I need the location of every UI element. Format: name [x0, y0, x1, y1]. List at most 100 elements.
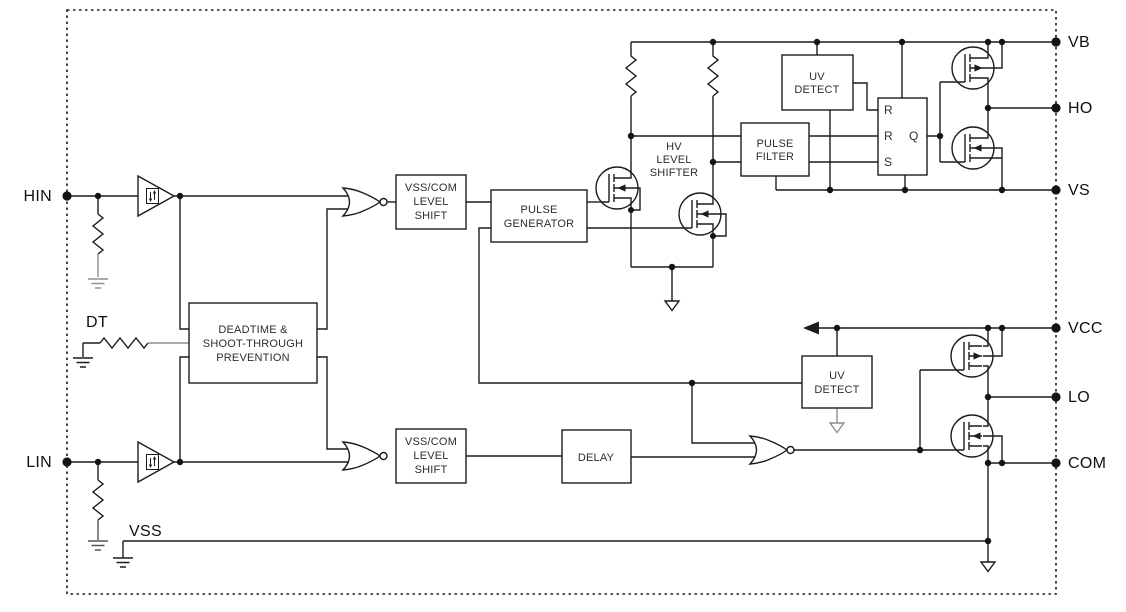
- net-hin: [67, 195, 138, 214]
- hv-pullup-resistor-right: [706, 42, 720, 162]
- com-label: COM: [1068, 455, 1106, 472]
- delay-label: DELAY: [578, 452, 615, 464]
- deadtime-block: DEADTIME & SHOOT-THROUGH PREVENTION: [188, 302, 318, 384]
- vss-ground-icon: [112, 557, 134, 568]
- uv-high-label-1: UV: [809, 71, 825, 83]
- pulse-generator-block: PULSE GENERATOR: [490, 189, 588, 243]
- lin-pulldown-resistor: [91, 479, 105, 521]
- net-pulsegen-lowside: [478, 227, 802, 444]
- vcc-label: VCC: [1068, 320, 1103, 337]
- net-vss-rail: [122, 540, 988, 558]
- ls-high-label-2: LEVEL: [413, 196, 448, 208]
- hv-shifter-label-2: LEVEL: [656, 154, 691, 166]
- latch-q-label: Q: [909, 129, 919, 143]
- stub-lo-pulldown: [983, 397, 1003, 463]
- net-nor3-gatebus: [794, 369, 957, 451]
- deadtime-label-2: SHOOT-THROUGH: [203, 338, 303, 350]
- ls-high-label-3: SHIFT: [415, 210, 448, 222]
- net-hv-sources: [630, 210, 714, 301]
- vb-label: VB: [1068, 34, 1090, 51]
- junction-dots: [94, 38, 1006, 545]
- deadtime-label-3: PREVENTION: [216, 352, 290, 364]
- uv-detect-low-box: [801, 355, 873, 409]
- net-deadtime-to-nor1: [317, 208, 351, 330]
- hin-ground-icon: [87, 278, 109, 289]
- pulse-gen-label-1: PULSE: [520, 204, 557, 216]
- net-vcc-rail: [819, 327, 1056, 356]
- lo-terminal: [1051, 392, 1061, 402]
- wiring: [67, 41, 1056, 562]
- lin-label: LIN: [26, 454, 52, 471]
- net-lin-buffer-out: [174, 356, 351, 463]
- pulse-gen-label-2: GENERATOR: [504, 218, 574, 230]
- level-shift-high-box: [395, 174, 467, 230]
- pulse-filter-label-2: FILTER: [756, 151, 794, 163]
- uv-detect-low-block: UV DETECT: [801, 355, 873, 409]
- uv-high-label-2: DETECT: [794, 84, 839, 96]
- lin-ground-icon: [87, 540, 109, 551]
- delay-block: DELAY: [561, 429, 632, 484]
- nor-gate-lo-driver: [749, 435, 795, 465]
- stub-hv-right: [710, 195, 727, 237]
- stub-lo-pullup: [983, 328, 1003, 397]
- vss-label: VSS: [129, 523, 162, 540]
- pulse-filter-block: PULSE FILTER: [740, 122, 810, 177]
- nor-gate-high: [342, 187, 388, 217]
- hv-shifter-label-3: SHIFTER: [650, 167, 698, 179]
- uv-detect-high-block: UV DETECT: [781, 54, 854, 111]
- pulse-filter-box: [740, 122, 810, 177]
- stub-ho-pulldown: [983, 108, 1003, 190]
- nor-gate-low: [342, 441, 388, 471]
- level-shift-high-block: VSS/COM LEVEL SHIFT: [395, 174, 467, 230]
- symbols: DEADTIME & SHOOT-THROUGH PREVENTION VSS/…: [72, 46, 996, 573]
- sr-latch-block: R R S Q: [877, 97, 928, 176]
- latch-s-label: S: [884, 155, 892, 169]
- hv-pullup-resistor-left: [624, 42, 638, 136]
- uv-low-label-2: DETECT: [814, 384, 859, 396]
- net-shifter-right-to-filter: [712, 161, 741, 195]
- pulse-generator-box: [490, 189, 588, 243]
- hv-level-shifter-label: HV LEVEL SHIFTER: [650, 141, 698, 179]
- pulse-filter-label-1: PULSE: [756, 138, 793, 150]
- stub-hv-left: [627, 166, 641, 211]
- pin-terminals: [62, 37, 1061, 468]
- uv-low-return-icon: [829, 422, 845, 434]
- com-return-icon: [980, 561, 996, 573]
- hin-label: HIN: [24, 188, 52, 205]
- net-lin: [67, 461, 138, 480]
- lo-label: LO: [1068, 389, 1090, 406]
- dt-label: DT: [86, 314, 108, 331]
- dt-resistor: [99, 336, 149, 350]
- hv-shifter-label-1: HV: [666, 141, 682, 153]
- net-dt-gnd: [82, 342, 100, 357]
- delay-box: [561, 429, 632, 484]
- mosfet-stub-connectors: [627, 42, 1003, 463]
- hin-schmitt-buffer: [137, 175, 175, 217]
- ho-terminal: [1051, 103, 1061, 113]
- net-vs-rail: [775, 176, 1056, 191]
- level-shift-low-box: [395, 428, 467, 484]
- ic-boundary: [66, 9, 1057, 595]
- net-q-gatebus: [927, 81, 958, 163]
- vs-label: VS: [1068, 182, 1090, 199]
- net-shifter-left-to-filter: [630, 135, 741, 166]
- uv-detect-high-box: [781, 54, 854, 111]
- deadtime-box: [188, 302, 318, 384]
- ho-label: HO: [1068, 100, 1093, 117]
- sr-latch-box: [877, 97, 928, 176]
- pin-labels: HIN DT LIN VSS VB HO VS VCC LO COM: [24, 34, 1106, 540]
- vb-terminal: [1051, 37, 1061, 47]
- hin-pulldown-resistor: [91, 213, 105, 255]
- ls-low-label-3: SHIFT: [415, 464, 448, 476]
- vs-terminal: [1051, 185, 1061, 195]
- level-shift-low-block: VSS/COM LEVEL SHIFT: [395, 428, 467, 484]
- ls-low-label-1: VSS/COM: [405, 436, 457, 448]
- com-terminal: [1051, 458, 1061, 468]
- stub-ho-pullup: [983, 42, 1003, 108]
- hin-terminal: [62, 191, 72, 201]
- vcc-feed-arrow-icon: [803, 321, 819, 335]
- uv-low-label-1: UV: [829, 370, 845, 382]
- ls-high-label-1: VSS/COM: [405, 182, 457, 194]
- ls-low-label-2: LEVEL: [413, 450, 448, 462]
